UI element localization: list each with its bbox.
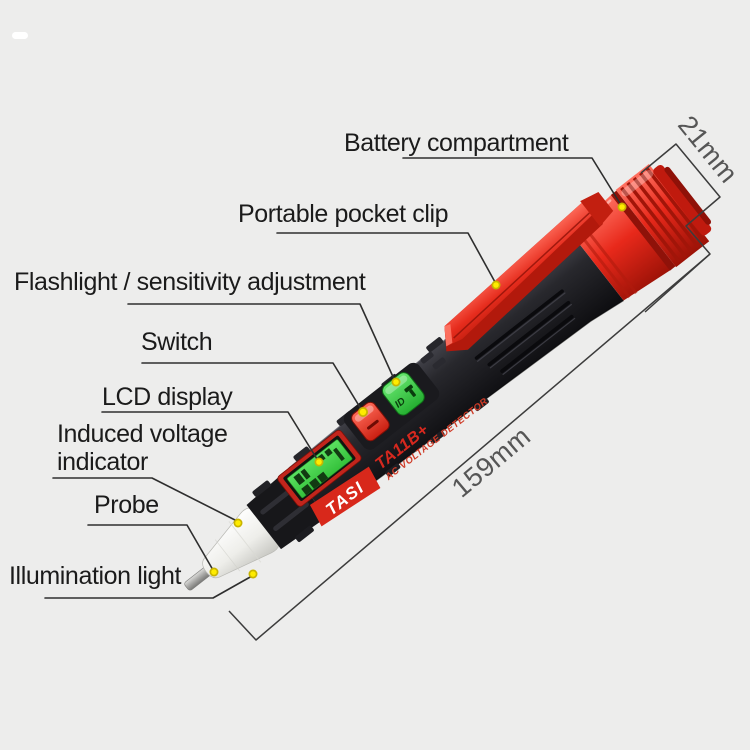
label-induced-voltage-indicator: Induced voltage indicator <box>57 420 228 476</box>
dimension-text-159mm: 159mm <box>446 421 536 503</box>
voltage-tester-pen: TASI TA11B+ AC VOLTAGE DETECTOR ID <box>184 163 712 591</box>
marker-lcd <box>314 457 324 467</box>
leader-illumination <box>44 575 253 599</box>
leader-battery-compartment <box>402 157 622 206</box>
grip-groove-lines <box>474 289 576 375</box>
marker-flashlight <box>391 377 401 387</box>
marker-probe <box>209 567 219 577</box>
label-battery-compartment: Battery compartment <box>344 129 569 157</box>
top-left-highlight-dash <box>12 32 28 39</box>
leader-switch <box>141 362 362 410</box>
marker-illumination <box>248 569 258 579</box>
marker-pocket-clip <box>491 280 501 290</box>
label-illumination-light: Illumination light <box>9 562 182 590</box>
torch-icon <box>404 384 416 397</box>
cap-ribs <box>620 167 707 264</box>
dimension-text-21mm: 21mm <box>672 110 744 189</box>
marker-battery-compartment <box>617 202 627 212</box>
leader-induced-voltage <box>52 477 238 522</box>
label-flashlight-sensitivity: Flashlight / sensitivity adjustment <box>14 268 366 296</box>
label-pocket-clip: Portable pocket clip <box>238 200 449 228</box>
leader-pocket-clip <box>276 232 496 283</box>
marker-switch <box>358 407 368 417</box>
front-grip <box>246 468 327 550</box>
pocket-clip <box>444 191 614 352</box>
leader-lcd <box>101 411 318 460</box>
label-lcd-display: LCD display <box>102 383 233 411</box>
marker-induced-voltage <box>233 518 243 528</box>
label-switch: Switch <box>141 328 213 356</box>
leader-flashlight <box>127 303 395 380</box>
label-probe: Probe <box>94 491 159 519</box>
dimension-line-159mm <box>228 253 711 641</box>
marker-dots <box>209 202 627 579</box>
lcd-display <box>277 429 362 507</box>
leader-probe <box>87 524 214 571</box>
